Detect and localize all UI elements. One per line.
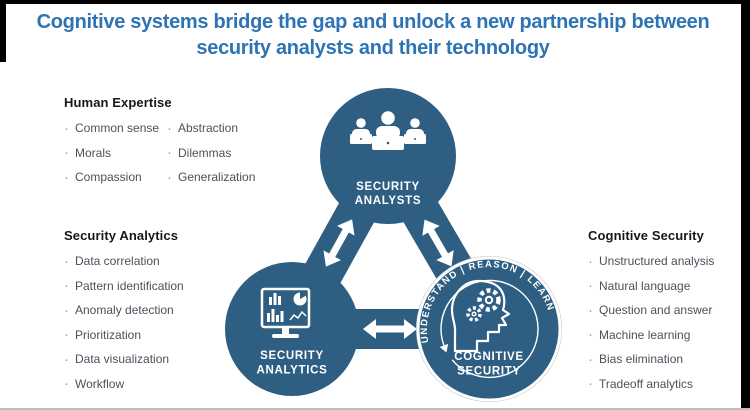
list-item: ·Anomaly detection — [64, 301, 174, 319]
bullet-icon: · — [588, 375, 593, 393]
node-label: SECURITY — [356, 181, 420, 193]
arrow-analysts-analytics-icon — [323, 219, 355, 267]
list-item: ·Abstraction — [167, 119, 239, 137]
node-label: SECURITY — [457, 366, 521, 378]
list-item: ·Generalization — [167, 168, 256, 186]
people-at-laptops-icon — [350, 111, 426, 150]
security-analytics-list: Security Analytics ·Data correlation ·Pa… — [64, 228, 184, 396]
list-item: ·Tradeoff analytics — [588, 375, 694, 393]
list-item: ·Common sense — [64, 119, 160, 137]
list-item: ·Compassion — [64, 168, 142, 186]
cognitive-security-heading: Cognitive Security — [588, 228, 704, 243]
list-item: ·Morals — [64, 144, 112, 162]
list-item: ·Data visualization — [64, 350, 170, 368]
frame-edge-top — [0, 0, 750, 4]
list-item: ·Question and answer — [588, 301, 713, 319]
bullet-icon: · — [588, 301, 593, 319]
list-item: ·Dilemmas — [167, 144, 232, 162]
list-item: ·Workflow — [64, 375, 125, 393]
node-label: SECURITY — [260, 350, 324, 362]
cycle-ring — [440, 279, 539, 379]
list-item: ·Pattern identification — [64, 277, 184, 295]
bullet-icon: · — [167, 168, 172, 186]
bullet-icon: · — [64, 168, 69, 186]
cognitive-security-list: Cognitive Security ·Unstructured analysi… — [588, 228, 714, 396]
bullet-icon: · — [64, 375, 69, 393]
bullet-icon: · — [64, 144, 69, 162]
list-item: ·Unstructured analysis — [588, 252, 715, 270]
human-expertise-list: Human Expertise ·Common sense ·Morals ·C… — [64, 95, 255, 190]
bullet-icon: · — [64, 277, 69, 295]
list-item: ·Natural language — [588, 277, 691, 295]
slide-title-line2: security analysts and their technology — [196, 37, 550, 59]
list-item: ·Machine learning — [588, 326, 691, 344]
node-security-analysts: SECURITY ANALYSTS — [320, 88, 456, 224]
bullet-icon: · — [167, 144, 172, 162]
head-gears-icon — [450, 279, 511, 353]
node-label: ANALYSTS — [355, 195, 422, 207]
cycle-ring-arrow-icon — [439, 343, 449, 353]
bullet-icon: · — [64, 326, 69, 344]
bullet-icon: · — [64, 301, 69, 319]
slide-title: Cognitive systems bridge the gap and unl… — [10, 9, 736, 61]
bullet-icon: · — [588, 350, 593, 368]
security-analytics-heading: Security Analytics — [64, 228, 179, 243]
bullet-icon: · — [64, 252, 69, 270]
node-security-analytics: SECURITY ANALYTICS — [225, 262, 359, 396]
bullet-icon: · — [64, 350, 69, 368]
human-expertise-heading: Human Expertise — [64, 95, 172, 110]
node-label: ANALYTICS — [256, 365, 327, 377]
list-item: ·Bias elimination — [588, 350, 684, 368]
arrow-analysts-cognitive-icon — [422, 219, 454, 267]
bullet-icon: · — [588, 277, 593, 295]
arrow-analytics-cognitive-icon — [363, 319, 417, 339]
bullet-icon: · — [588, 252, 593, 270]
bullet-icon: · — [588, 326, 593, 344]
frame-edge-right — [741, 0, 750, 410]
node-cognitive-security: UNDERSTAND | REASON | LEARN COGNITIVE SE… — [416, 256, 562, 402]
list-item: ·Prioritization — [64, 326, 142, 344]
slide-title-line1: Cognitive systems bridge the gap and unl… — [36, 11, 710, 33]
frame-edge-left — [0, 0, 6, 62]
bullet-icon: · — [167, 119, 172, 137]
node-label: COGNITIVE — [454, 351, 524, 363]
frame-edge-bottom — [0, 408, 750, 410]
analytics-monitor-icon — [260, 287, 311, 338]
list-item: ·Data correlation — [64, 252, 160, 270]
bullet-icon: · — [64, 119, 69, 137]
